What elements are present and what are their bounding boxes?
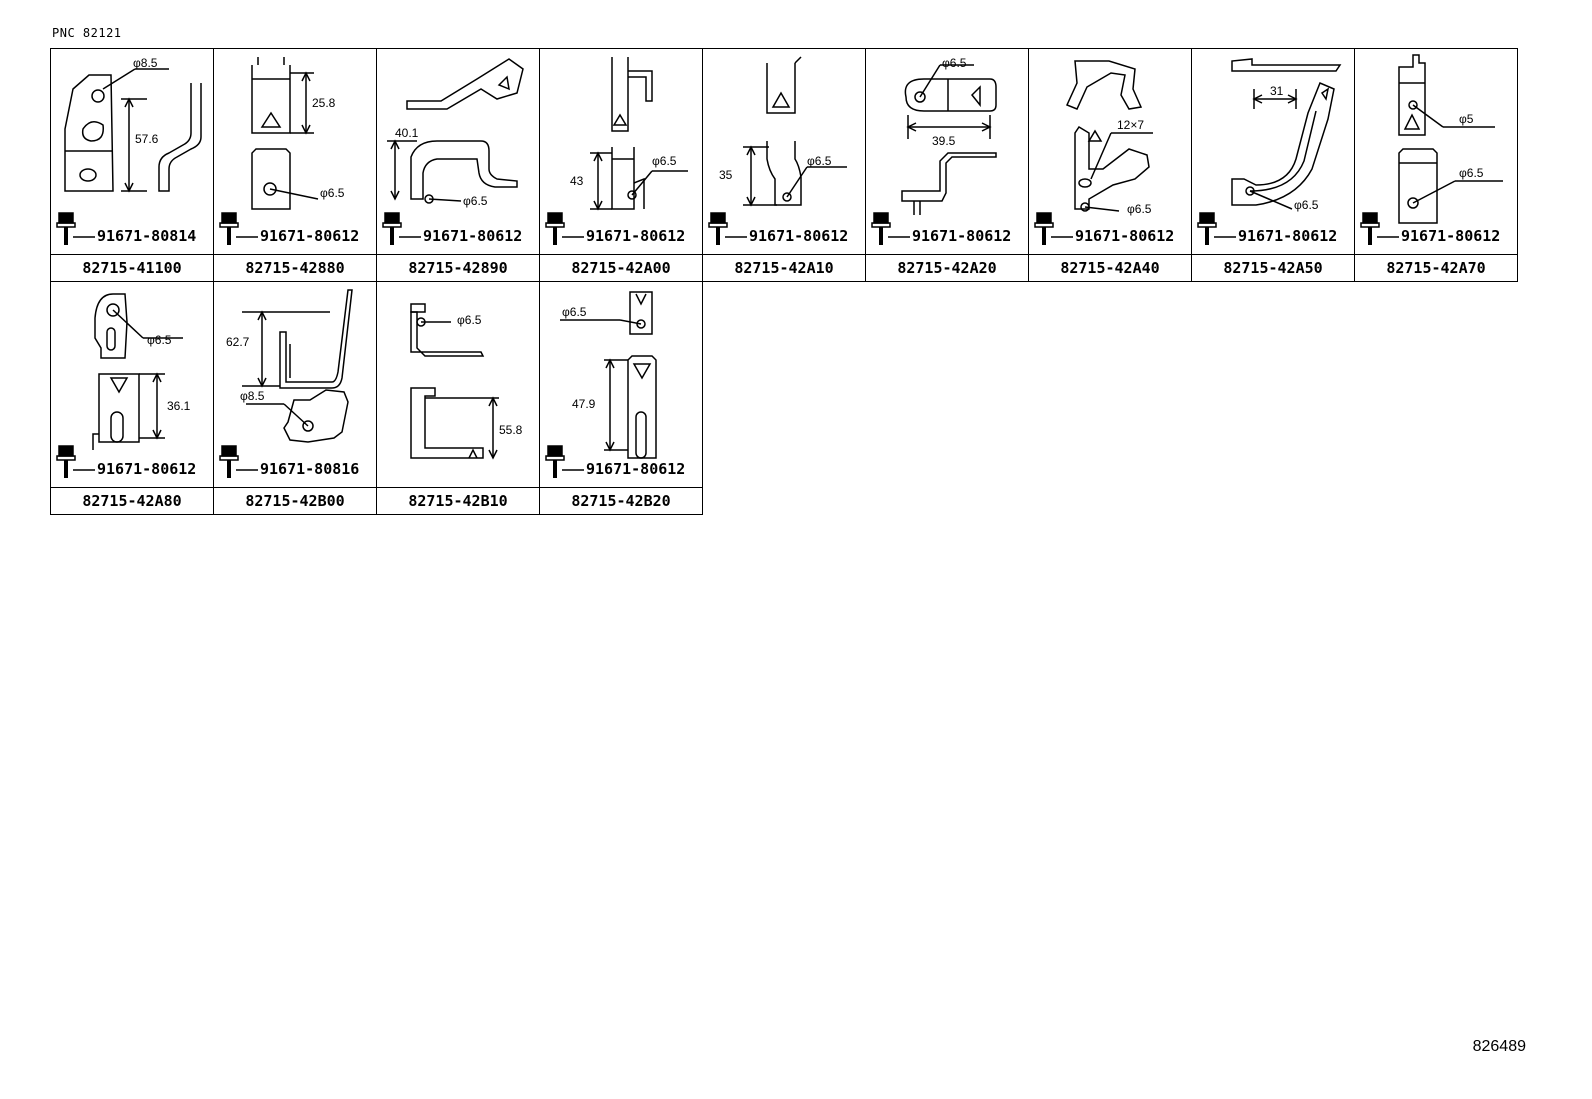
bracket-drawing: 35 φ6.5 — [708, 56, 847, 245]
bracket-drawing: 62.7 φ8.5 — [219, 289, 353, 478]
dim-label: 40.1 — [395, 126, 419, 140]
part-number: 82715-42B00 — [214, 487, 376, 514]
bolt-icon — [1360, 212, 1399, 245]
dim-label: φ8.5 — [240, 389, 265, 403]
bracket-drawing: φ6.5 47.9 — [545, 291, 657, 478]
dim-label: 55.8 — [499, 423, 523, 437]
bolt-icon — [219, 212, 258, 245]
part-number: 82715-42880 — [214, 254, 376, 281]
bolt-part-number: 91671-80612 — [97, 460, 197, 478]
part-cell[interactable]: 40.1 φ6.5 91671-80612 82715-42890 — [376, 48, 540, 282]
dim-label: 12×7 — [1117, 118, 1144, 132]
dim-label: φ8.5 — [133, 56, 158, 70]
bracket-drawing: 31 φ6.5 — [1197, 58, 1342, 245]
bracket-drawing: φ6.5 36.1 — [56, 293, 191, 478]
part-cell[interactable]: 35 φ6.5 91671-80612 82715-42A10 — [702, 48, 866, 282]
bolt-icon — [56, 212, 95, 245]
part-cell[interactable]: 43 φ6.5 91671-80612 82715-42A00 — [539, 48, 703, 282]
diagram-reference-number: 826489 — [1472, 1038, 1526, 1055]
dim-label: φ6.5 — [457, 313, 482, 327]
dim-label: 43 — [570, 174, 584, 188]
bracket-drawing: φ6.5 55.8 — [410, 303, 523, 460]
dim-label: 47.9 — [572, 397, 596, 411]
part-cell[interactable]: φ6.5 39.5 91671-80612 82715-42A20 — [865, 48, 1029, 282]
part-number: 82715-42A40 — [1029, 254, 1191, 281]
dim-label: φ6.5 — [942, 56, 967, 70]
part-number: 82715-42890 — [377, 254, 539, 281]
part-number: 82715-41100 — [51, 254, 213, 281]
part-cell[interactable]: 25.8 φ6.5 91671-80612 82715-42880 — [213, 48, 377, 282]
bolt-part-number: 91671-80612 — [260, 227, 360, 245]
bolt-part-number: 91671-80612 — [912, 227, 1012, 245]
bracket-drawing: φ6.5 39.5 — [871, 56, 997, 245]
dim-label: φ6.5 — [652, 154, 677, 168]
bolt-icon — [56, 445, 95, 478]
dim-label: φ6.5 — [807, 154, 832, 168]
dim-label: φ6.5 — [1127, 202, 1152, 216]
part-number: 82715-42B20 — [540, 487, 702, 514]
part-number: 82715-42A10 — [703, 254, 865, 281]
part-number: 82715-42B10 — [377, 487, 539, 514]
dim-label: 39.5 — [932, 134, 956, 148]
bolt-icon — [871, 212, 910, 245]
part-cell[interactable]: 12×7 φ6.5 91671-80612 82715-42A40 — [1028, 48, 1192, 282]
bolt-part-number: 91671-80612 — [423, 227, 523, 245]
bracket-drawing: 43 φ6.5 — [545, 57, 688, 245]
bracket-drawing: 40.1 φ6.5 — [382, 58, 524, 245]
part-number: 82715-42A50 — [1192, 254, 1354, 281]
part-number: 82715-42A00 — [540, 254, 702, 281]
dim-label: φ6.5 — [1294, 198, 1319, 212]
dim-label: 35 — [719, 168, 733, 182]
dim-label: 25.8 — [312, 96, 336, 110]
bracket-drawing: 12×7 φ6.5 — [1034, 60, 1153, 245]
bolt-part-number: 91671-80612 — [749, 227, 849, 245]
bracket-drawing: 25.8 φ6.5 — [219, 57, 345, 245]
bolt-icon — [1034, 212, 1073, 245]
bolt-part-number: 91671-80612 — [1238, 227, 1338, 245]
bracket-drawing: φ8.5 57.6 — [56, 56, 202, 245]
dim-label: 36.1 — [167, 399, 191, 413]
bolt-icon — [545, 445, 584, 478]
part-cell[interactable]: φ6.5 47.9 91671-80612 82715-42B20 — [539, 281, 703, 515]
bolt-part-number: 91671-80814 — [97, 227, 197, 245]
bracket-drawing: φ5 φ6.5 — [1360, 54, 1503, 245]
bolt-icon — [708, 212, 747, 245]
part-cell[interactable]: φ8.5 57.6 91671-80814 82715-41100 — [50, 48, 214, 282]
bolt-icon — [219, 445, 258, 478]
bolt-icon — [1197, 212, 1236, 245]
dim-label: φ6.5 — [1459, 166, 1484, 180]
part-cell[interactable]: 31 φ6.5 91671-80612 82715-42A50 — [1191, 48, 1355, 282]
dim-label: φ6.5 — [320, 186, 345, 200]
dim-label: 62.7 — [226, 335, 250, 349]
part-number: 82715-42A20 — [866, 254, 1028, 281]
dim-label: φ6.5 — [562, 305, 587, 319]
part-number: 82715-42A70 — [1355, 254, 1517, 281]
dim-label: 31 — [1270, 84, 1284, 98]
bolt-part-number: 91671-80612 — [586, 460, 686, 478]
dim-label: φ6.5 — [463, 194, 488, 208]
bolt-part-number: 91671-80612 — [1075, 227, 1175, 245]
part-cell[interactable]: φ5 φ6.5 91671-80612 82715-42A70 — [1354, 48, 1518, 282]
bolt-icon — [382, 212, 421, 245]
bolt-part-number: 91671-80612 — [1401, 227, 1501, 245]
part-cell[interactable]: φ6.5 55.8 82715-42B10 — [376, 281, 540, 515]
dim-label: 57.6 — [135, 132, 159, 146]
part-cell[interactable]: φ6.5 36.1 91671-80612 82715-42A80 — [50, 281, 214, 515]
dim-label: φ5 — [1459, 112, 1474, 126]
bolt-icon — [545, 212, 584, 245]
part-cell[interactable]: 62.7 φ8.5 91671-80816 82715-42B00 — [213, 281, 377, 515]
dim-label: φ6.5 — [147, 333, 172, 347]
bolt-part-number: 91671-80816 — [260, 460, 360, 478]
part-number: 82715-42A80 — [51, 487, 213, 514]
bolt-part-number: 91671-80612 — [586, 227, 686, 245]
pnc-label: PNC 82121 — [52, 26, 122, 40]
